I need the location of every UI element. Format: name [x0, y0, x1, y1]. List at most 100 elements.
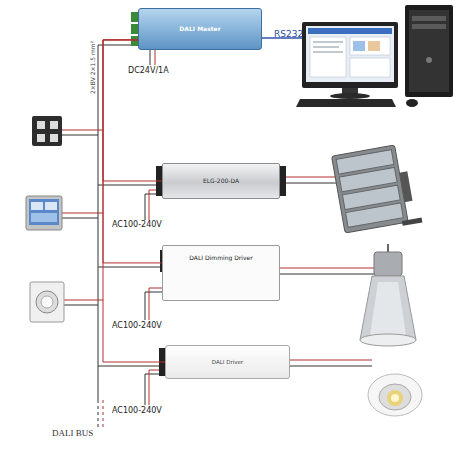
computer-monitor: [350, 58, 390, 77]
floodlight: [402, 217, 423, 225]
computer-monitor: [330, 93, 370, 99]
computer-tower: [426, 57, 432, 63]
high-bay-lamp: [370, 282, 406, 336]
downlight: [368, 374, 422, 416]
mains-label: AC100-240V: [112, 321, 162, 330]
cable-spec: 2×BV 2×1.5 mm²: [89, 28, 96, 108]
lamp-wire: [286, 183, 338, 184]
interface-label: RS232: [274, 29, 303, 39]
power-label: DC24V/1A: [128, 66, 169, 75]
bus-wire: [98, 400, 99, 428]
bus-wire: [62, 45, 165, 428]
touch-panel: [29, 199, 59, 225]
computer-monitor: [368, 41, 380, 51]
floodlight: [332, 145, 409, 233]
bus-label: DALI BUS: [52, 428, 93, 438]
power-wire: [150, 50, 151, 65]
computer-monitor: [313, 46, 339, 48]
mains-wire: [149, 190, 156, 220]
push-button-panel: [50, 121, 58, 129]
computer-tower: [409, 10, 449, 92]
terminal-block: [280, 166, 286, 196]
lamp-wire: [280, 268, 374, 269]
mains-label: AC100-240V: [112, 406, 162, 415]
floodlight: [346, 203, 404, 227]
dali-master-box: DALI Master: [138, 8, 262, 50]
dali-bus-wire: [103, 40, 162, 181]
computer-monitor: [313, 41, 343, 43]
mains-label: AC100-240V: [112, 220, 162, 229]
node-text: DALI Driver: [212, 359, 243, 365]
led-driver-box: ELG-200-DA: [162, 163, 280, 199]
bus-connector: [103, 40, 165, 362]
computer-tower: [405, 5, 453, 97]
dimming-driver-box: DALI Dimming Driver: [162, 245, 280, 301]
bus-wire: [98, 185, 162, 186]
push-button-panel: [50, 134, 58, 142]
computer-monitor: [310, 37, 346, 77]
mains-wire: [145, 374, 159, 405]
computer-monitor: [353, 41, 365, 51]
high-bay-lamp: [360, 334, 416, 346]
node-text: DALI Dimming Driver: [189, 255, 252, 262]
rotary-dimmer: [30, 282, 64, 322]
lamp-wire: [280, 274, 374, 275]
bus-wire: [103, 400, 104, 428]
power-wire: [150, 50, 155, 65]
downlight: [379, 384, 411, 410]
power-wire: [155, 50, 156, 65]
downlight: [391, 394, 399, 402]
computer-monitor: [406, 99, 418, 107]
computer-monitor: [313, 51, 343, 53]
node-text: DALI Master: [179, 26, 220, 33]
computer-tower: [405, 5, 453, 97]
bus-wire: [98, 267, 162, 268]
downlight: [387, 390, 403, 406]
lamp-wire: [290, 366, 372, 367]
high-bay-lamp: [360, 276, 416, 340]
touch-panel: [31, 202, 43, 210]
computer-tower: [412, 24, 446, 29]
led-driver-box: DALI Driver: [165, 345, 290, 379]
node-text: ELG-200-DA: [203, 178, 239, 185]
computer-monitor: [308, 28, 392, 34]
high-bay-lamp: [374, 252, 402, 276]
lamp-wire: [286, 177, 338, 178]
rotary-dimmer: [30, 282, 64, 322]
push-button-panel: [32, 116, 62, 146]
touch-panel: [45, 202, 57, 210]
bus-wire: [64, 305, 98, 306]
computer-monitor: [306, 26, 394, 82]
high-bay-lamp: [360, 244, 416, 346]
computer-monitor: [302, 22, 398, 88]
mains-wire: [149, 288, 162, 320]
bus-wire: [98, 366, 165, 367]
computer-monitor: [350, 37, 390, 55]
computer-monitor: [296, 99, 396, 107]
computer-monitor: [296, 22, 418, 107]
rotary-dimmer: [36, 291, 58, 313]
rotary-dimmer: [41, 296, 53, 308]
bus-wire: [64, 300, 103, 301]
floodlight: [399, 171, 412, 202]
push-button-panel: [32, 116, 62, 146]
bus-connector: [103, 40, 162, 181]
touch-panel: [26, 196, 62, 230]
downlight: [368, 374, 422, 416]
computer-tower: [412, 16, 446, 21]
bus-wire: [62, 213, 103, 214]
floodlight: [332, 143, 423, 236]
mains-wire: [145, 292, 162, 320]
bus-wire: [62, 218, 98, 219]
push-button-panel: [37, 134, 45, 142]
lamp-wire: [290, 360, 372, 361]
touch-panel: [26, 196, 62, 230]
bus-wire: [62, 135, 98, 136]
touch-panel: [31, 213, 57, 222]
dali-bus-wire: [103, 40, 165, 362]
mains-wire: [149, 370, 159, 405]
bus-wire: [62, 130, 103, 131]
push-button-panel: [37, 121, 45, 129]
